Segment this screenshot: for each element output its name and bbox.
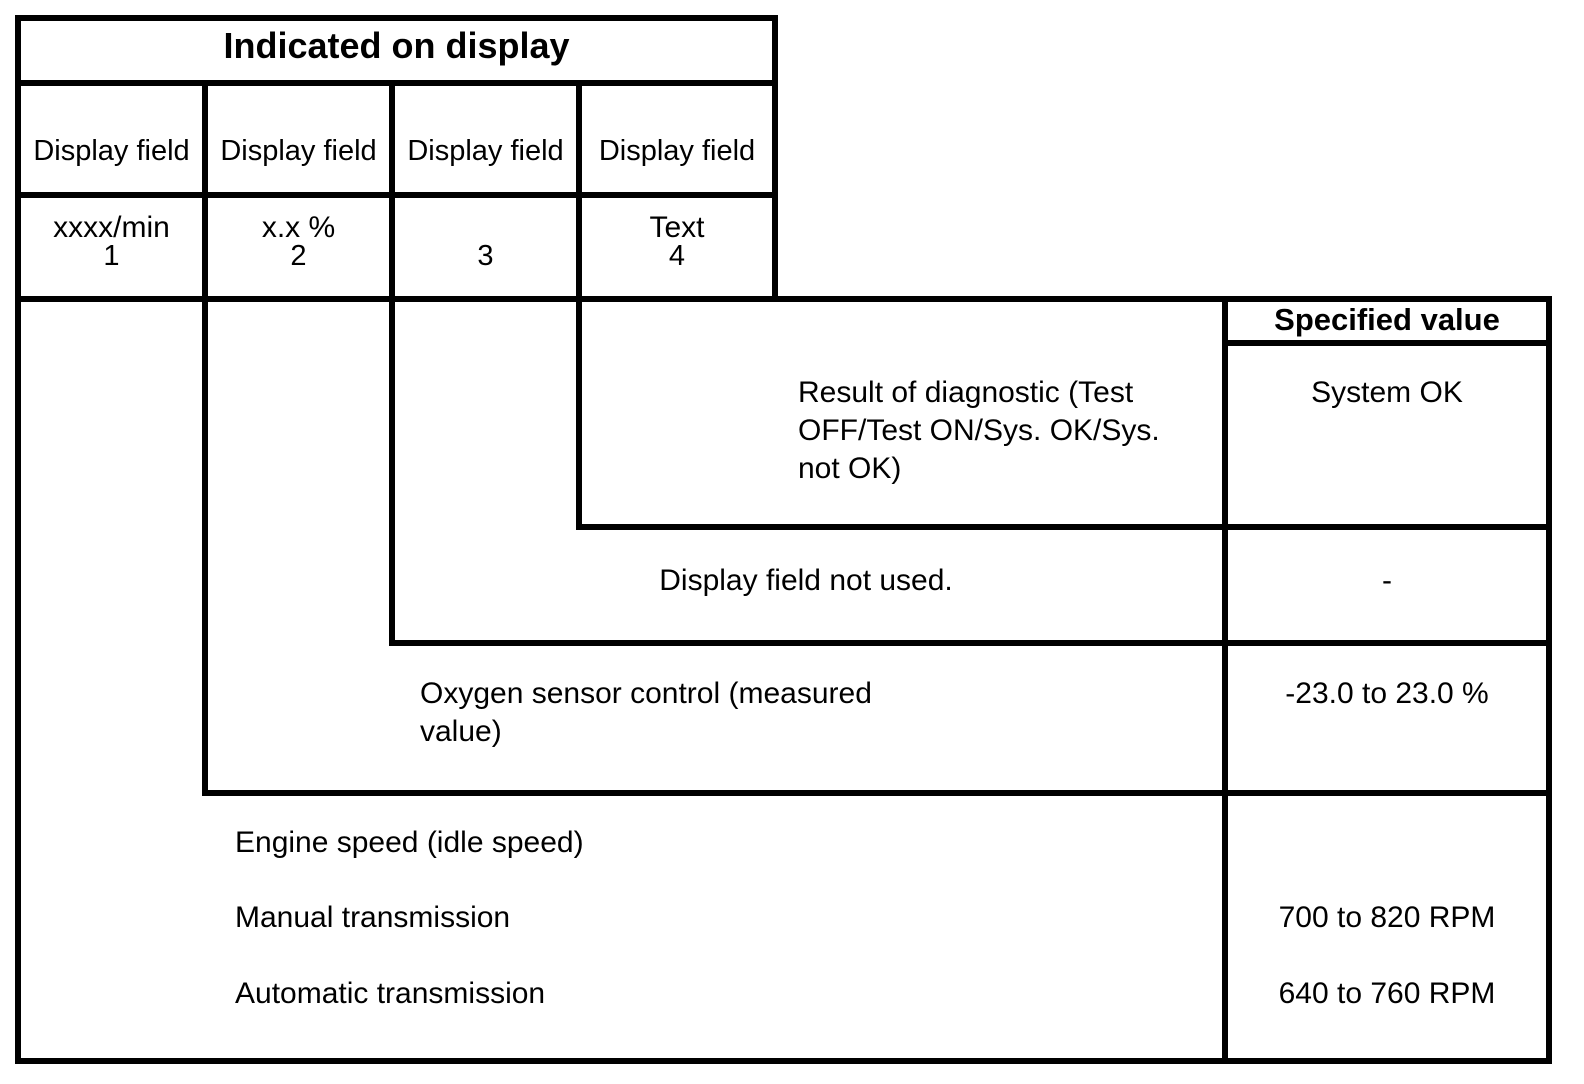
column-header-display-field-1: Display field 1 [21, 99, 202, 274]
rule-display-block-right [772, 15, 778, 302]
display-field-4-label: Display field [598, 135, 756, 167]
display-field-2-number: 2 [290, 240, 307, 272]
rule-col-3-4 [576, 80, 582, 530]
rule-under-not-used-row [389, 640, 1552, 646]
rule-col-2-3 [389, 80, 395, 646]
row-diagnostic-specified-value: System OK [1311, 376, 1463, 409]
column-header-display-field-3: Display field 3 [395, 99, 576, 274]
row-not-used-description: Display field not used. [659, 564, 953, 597]
rule-under-group-header [15, 80, 778, 86]
display-field-1-label: Display field [33, 135, 190, 167]
display-field-4-number: 4 [668, 240, 686, 272]
row-oxygen-sensor-specified-value: -23.0 to 23.0 % [1285, 677, 1489, 710]
display-field-3-label: Display field [407, 135, 564, 167]
display-field-3-number: 3 [477, 240, 494, 272]
display-field-1-number: 1 [103, 240, 120, 272]
rule-under-diagnostic-row [576, 524, 1552, 530]
row-diagnostic-description: Result of diagnostic (Test OFF/Test ON/S… [798, 376, 1160, 485]
engine-speed-heading: Engine speed (idle speed) [235, 826, 584, 859]
engine-speed-manual-description: Manual transmission [235, 901, 511, 934]
display-field-4-value: Text [649, 211, 705, 244]
display-field-1-value: xxxx/min [53, 211, 170, 244]
rule-under-field-headers [15, 192, 778, 198]
rule-right-outer [1546, 296, 1552, 1064]
engine-speed-automatic-description: Automatic transmission [235, 977, 546, 1010]
rule-col-1-2 [202, 80, 208, 796]
rule-bottom-border [15, 1058, 1552, 1064]
display-field-2-label: Display field [220, 135, 377, 167]
rule-left-outer [15, 15, 21, 1064]
rule-under-specified-value-header [1222, 340, 1552, 346]
column-header-specified-value: Specified value [1274, 302, 1500, 337]
rule-under-oxygen-row [202, 790, 1552, 796]
rule-specified-value-left [1222, 296, 1228, 1064]
rule-top-header [15, 15, 778, 21]
column-header-display-field-4: Display field 4 [582, 99, 772, 274]
engine-speed-automatic-specified-value: 640 to 760 RPM [1278, 977, 1496, 1010]
row-not-used-specified-value: - [1382, 564, 1392, 597]
group-header-indicated-on-display: Indicated on display [223, 25, 570, 66]
engine-speed-manual-specified-value: 700 to 820 RPM [1278, 901, 1496, 934]
rule-step-display-values [15, 296, 1552, 302]
display-field-2-value: x.x % [261, 211, 336, 244]
column-header-display-field-2: Display field 2 [208, 99, 389, 274]
row-oxygen-sensor-description: Oxygen sensor control (measured value) [420, 677, 872, 748]
